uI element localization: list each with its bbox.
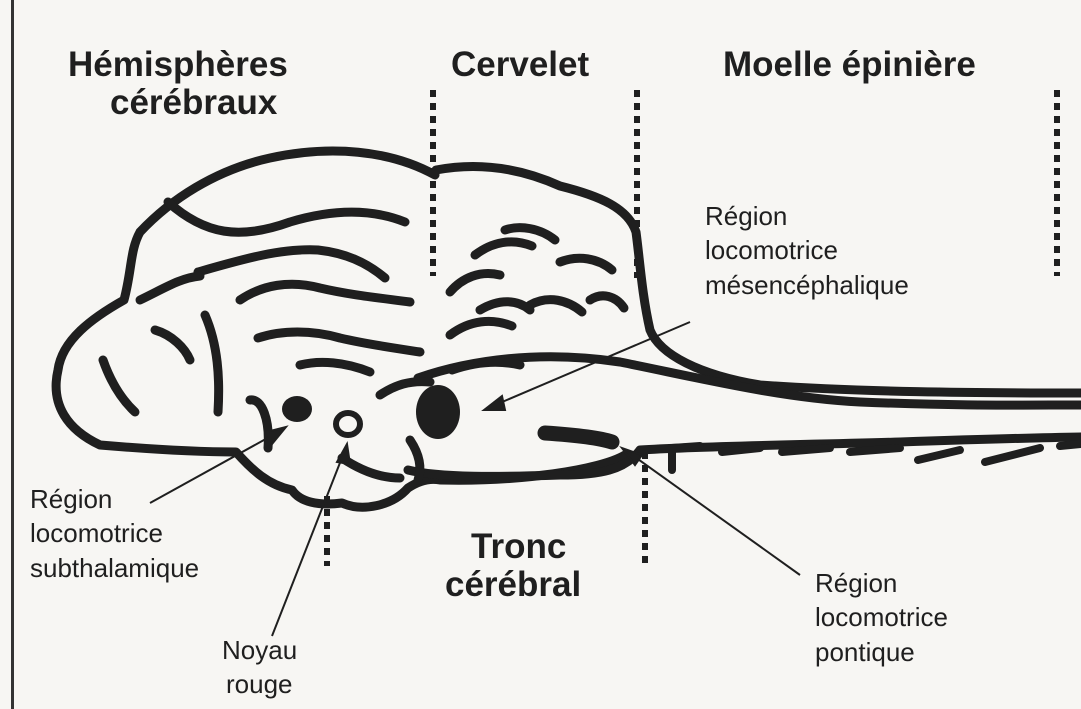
brainstem-contour <box>408 437 1081 476</box>
pointer-pontine <box>628 452 800 575</box>
subthalamic-line3: subthalamique <box>30 551 199 585</box>
pontine-line1: Région <box>815 566 948 600</box>
mesencephalic-line3: mésencéphalique <box>705 268 909 302</box>
tronc-line2: cérébral <box>445 566 581 604</box>
tronc-line1: Tronc <box>445 528 581 566</box>
annotation-red-nucleus: Noyau rouge <box>222 633 297 702</box>
red-nucleus-line1: Noyau <box>222 633 297 667</box>
subthalamic-line2: locomotrice <box>30 516 199 550</box>
pointer-red-nucleus <box>272 450 345 636</box>
red-nucleus-line2: rouge <box>222 667 297 701</box>
region-label-tronc: Tronc cérébral <box>445 528 581 604</box>
pontine-line2: locomotrice <box>815 600 948 634</box>
hemispheres-line2: cérébraux <box>68 84 288 122</box>
pontine-line3: pontique <box>815 635 948 669</box>
region-label-moelle: Moelle épinière <box>723 46 976 84</box>
subthalamic-nucleus <box>282 396 312 422</box>
mesencephalic-nucleus <box>416 385 460 439</box>
mesencephalic-line1: Région <box>705 199 909 233</box>
red-nucleus-outline <box>336 413 360 435</box>
annotation-mesencephalic: Région locomotrice mésencéphalique <box>705 199 909 302</box>
region-label-hemispheres: Hémisphères cérébraux <box>68 46 288 122</box>
subthalamic-line1: Région <box>30 482 199 516</box>
hemispheres-line1: Hémisphères <box>68 46 288 84</box>
annotation-pontine: Région locomotrice pontique <box>815 566 948 669</box>
region-label-cervelet: Cervelet <box>451 46 589 84</box>
pontine-bar <box>545 433 612 442</box>
mesencephalic-line2: locomotrice <box>705 233 909 267</box>
annotation-subthalamic: Région locomotrice subthalamique <box>30 482 199 585</box>
